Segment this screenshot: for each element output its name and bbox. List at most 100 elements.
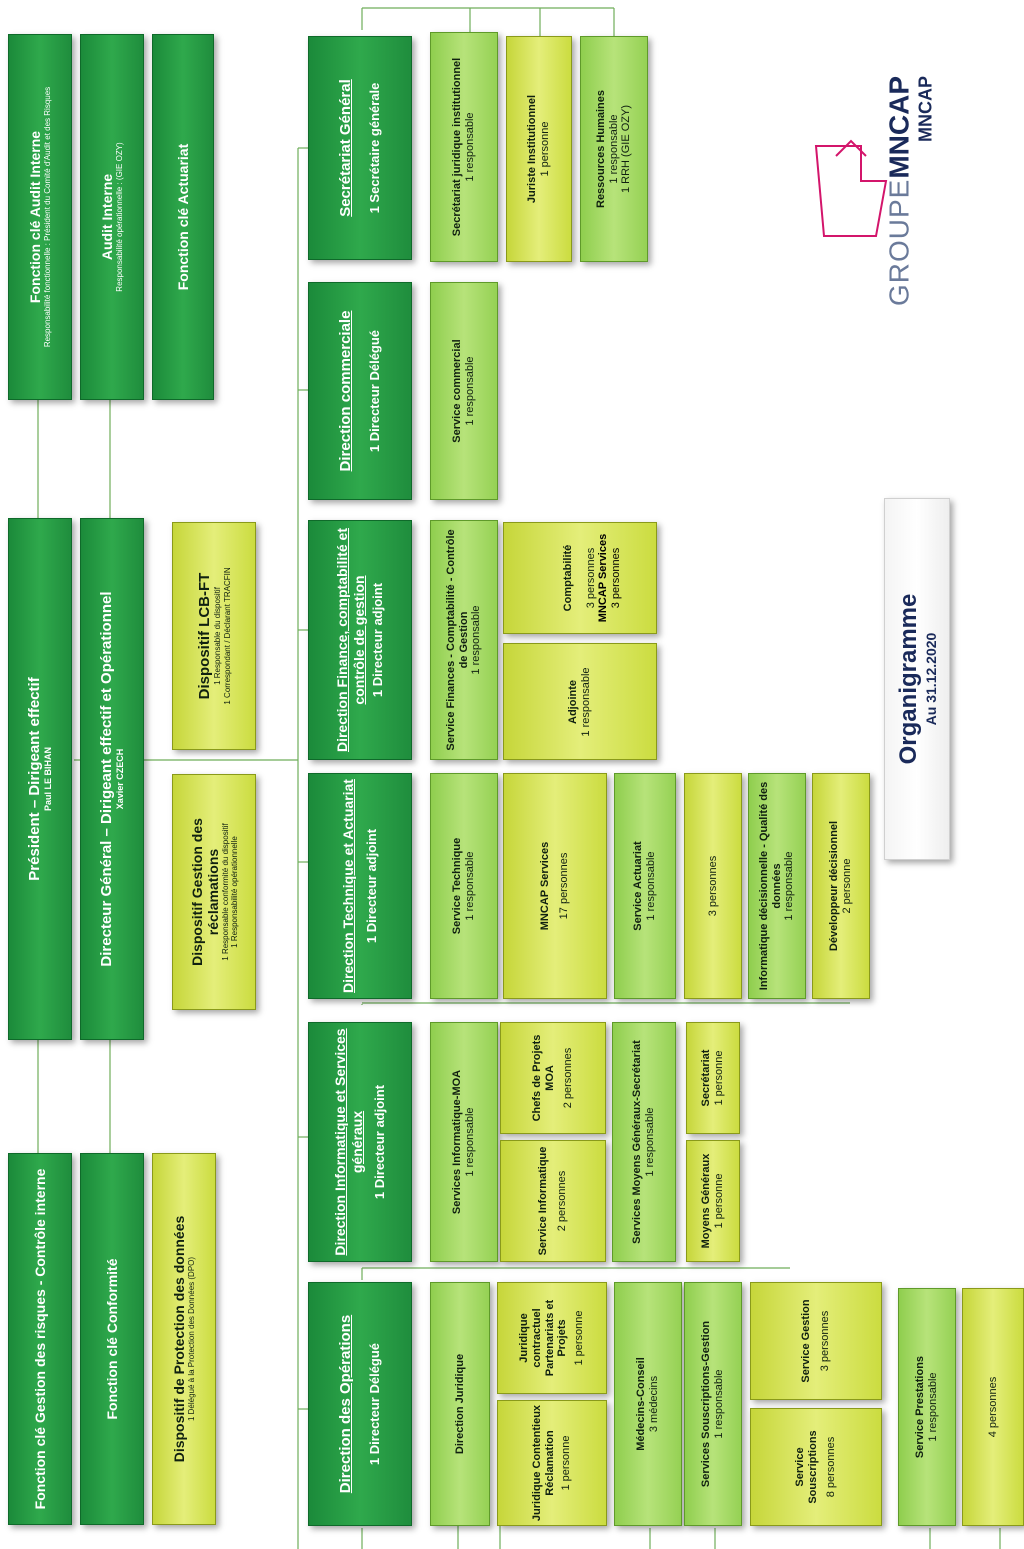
ops-medecins-box: Médecins-Conseil 3 médecins	[614, 1282, 682, 1526]
fin-mncap-sub: 3 personnes	[610, 547, 622, 609]
tech-bi-box: Informatique décisionnelle - Qualité des…	[748, 773, 806, 999]
ops-gestion-title: Service Gestion	[800, 1299, 813, 1383]
sg-juriste-box: Juriste Institutionnel 1 personne	[506, 36, 572, 262]
ops-prestations-people: 4 personnes	[986, 1376, 999, 1438]
risques-function-box: Fonction clé Gestion des risques - Contr…	[8, 1153, 72, 1525]
ops-juridique-box: Direction Juridique	[430, 1282, 490, 1526]
info-moa-title: Services Informatique-MOA	[451, 1069, 464, 1215]
ops-medecins-title: Médecins-Conseil	[635, 1357, 648, 1451]
info-chefs-title: Chefs de Projets MOA	[531, 1034, 556, 1122]
info-mg-box: Services Moyens Généraux-Secrétariat 1 r…	[612, 1022, 676, 1262]
info-mg-sub: 1 responsable	[644, 1107, 656, 1177]
reclamations-box: Dispositif Gestion des réclamations 1 Re…	[172, 774, 256, 1010]
logo-sub-text: MNCAP	[915, 75, 936, 142]
tech-dev-box: Développeur décisionnel 2 personne	[812, 773, 870, 999]
direction-fin-title: Direction Finance, comptabilité et contr…	[334, 527, 367, 753]
dg-title: Directeur Général – Dirigeant effectif e…	[98, 591, 116, 967]
sg-rh-title: Ressources Humaines	[595, 90, 608, 208]
ops-juridique-title: Direction Juridique	[453, 1353, 466, 1455]
ops-prestations-box: Service Prestations 1 responsable	[898, 1288, 956, 1526]
info-service-title: Service Informatique	[537, 1146, 550, 1256]
ops-jcr-sub: 1 personne	[560, 1435, 573, 1491]
direction-fin-box: Direction Finance, comptabilité et contr…	[308, 520, 412, 760]
audit-interne-sub: Responsabilité opérationnelle : (GIE OZY…	[115, 142, 125, 292]
reclamations-sub1: 1 Responsable conformité du dispositif	[220, 823, 230, 961]
actuariat-function-title: Fonction clé Actuariat	[174, 143, 191, 291]
direction-info-title: Direction Informatique et Services génér…	[332, 1028, 365, 1256]
sg-juriste-title: Juriste Institutionnel	[526, 94, 539, 204]
info-moa-sub: 1 responsable	[464, 1107, 476, 1177]
ops-souscriptions-gestion-title: Services Souscriptions-Gestion	[700, 1320, 713, 1488]
fin-service-title: Service Finances - Comptabilité - Contrô…	[445, 529, 470, 751]
direction-sg-sub: 1 Secrétaire générale	[367, 82, 383, 214]
ops-souscriptions-title: Service Souscriptions	[794, 1430, 819, 1504]
tech-actuariat-people: 3 personnes	[706, 855, 719, 917]
dpo-title: Dispositif de Protection des données	[171, 1215, 188, 1463]
title-box: Organigramme Au 31.12.2020	[884, 498, 950, 860]
direction-info-box: Direction Informatique et Services génér…	[308, 1022, 412, 1262]
tech-service-title: Service Technique	[451, 837, 464, 935]
tech-dev-title: Développeur décisionnel	[828, 820, 841, 952]
fin-service-sub: 1 responsable	[470, 605, 483, 675]
lcbft-title: Dispositif LCB-FT	[196, 572, 214, 700]
direction-ops-title: Direction des Opérations	[336, 1314, 354, 1494]
tech-actuariat-sub: 1 responsable	[645, 851, 657, 921]
lcbft-box: Dispositif LCB-FT 1 Responsable du dispo…	[172, 522, 256, 750]
tech-mncap-title: MNCAP Services	[539, 841, 552, 931]
info-moyens-title: Moyens Généraux	[700, 1153, 713, 1249]
direction-fin-sub: 1 Directeur adjoint	[369, 582, 385, 698]
ops-medecins-sub: 3 médecins	[648, 1375, 660, 1433]
info-moyens-box: Moyens Généraux 1 personne	[686, 1140, 740, 1262]
info-service-sub: 2 personnes	[556, 1170, 568, 1232]
fin-adjointe-title: Adjointe	[567, 679, 580, 724]
audit-function-title: Fonction clé Audit Interne	[27, 130, 44, 304]
tech-actuariat-title: Service Actuariat	[632, 841, 645, 931]
fin-mncap-title: MNCAP Services	[597, 533, 610, 623]
audit-interne-title: Audit Interne	[99, 173, 116, 261]
sg-rh-sub2: 1 RRH (GIE OZY)	[620, 105, 633, 194]
sg-juriste-sub: 1 personne	[539, 121, 551, 177]
sg-juridique-title: Secrétariat juridique institutionnel	[451, 57, 464, 237]
ops-souscriptions-gestion-box: Services Souscriptions-Gestion 1 respons…	[684, 1282, 742, 1526]
direction-sg-title: Secrétariat Général	[336, 79, 354, 217]
tech-mncap-sub: 17 personnes	[558, 852, 570, 920]
com-service-title: Service commercial	[451, 339, 464, 443]
info-secretariat-sub: 1 personne	[713, 1050, 725, 1106]
tech-bi-sub: 1 responsable	[783, 851, 796, 921]
info-mg-title: Services Moyens Généraux-Secrétariat	[631, 1040, 644, 1244]
lcbft-sub1: 1 Responsable du dispositif	[213, 587, 223, 685]
conformite-function-box: Fonction clé Conformité	[80, 1153, 144, 1525]
info-chefs-box: Chefs de Projets MOA 2 personnes	[500, 1022, 606, 1134]
ops-jcp-box: Juridique contractuel Partenariats et Pr…	[497, 1282, 607, 1394]
tech-service-sub: 1 responsable	[464, 851, 476, 921]
logo: GROUPE MNCAP MNCAP	[800, 30, 960, 320]
direction-sg-box: Secrétariat Général 1 Secrétaire général…	[308, 36, 412, 260]
direction-ops-box: Direction des Opérations 1 Directeur Dél…	[308, 1282, 412, 1526]
ops-souscriptions-box: Service Souscriptions 8 personnes	[750, 1408, 882, 1526]
page-date: Au 31.12.2020	[922, 632, 939, 726]
ops-gestion-box: Service Gestion 3 personnes	[750, 1282, 882, 1400]
info-service-box: Service Informatique 2 personnes	[500, 1140, 606, 1262]
tech-mncap-box: MNCAP Services 17 personnes	[503, 773, 607, 999]
president-box: Président – Dirigeant effectif Paul LE B…	[8, 518, 72, 1040]
logo-shape-icon	[814, 139, 888, 237]
direction-ops-sub: 1 Directeur Délégué	[367, 1342, 383, 1466]
ops-prestations-title: Service Prestations	[914, 1355, 927, 1459]
risques-function-title: Fonction clé Gestion des risques - Contr…	[31, 1168, 48, 1510]
tech-bi-title: Informatique décisionnelle - Qualité des…	[758, 781, 783, 991]
ops-prestations-people-box: 4 personnes	[962, 1288, 1024, 1526]
dg-name: Xavier CZECH	[115, 748, 126, 810]
reclamations-title: Dispositif Gestion des réclamations	[188, 818, 221, 966]
fin-service-box: Service Finances - Comptabilité - Contrô…	[430, 520, 498, 760]
tech-actuariat-people-box: 3 personnes	[684, 773, 742, 999]
ops-jcp-title: Juridique contractuel Partenariats et Pr…	[518, 1299, 569, 1377]
dg-box: Directeur Général – Dirigeant effectif e…	[80, 518, 144, 1040]
tech-actuariat-box: Service Actuariat 1 responsable	[614, 773, 676, 999]
info-moa-box: Services Informatique-MOA 1 responsable	[430, 1022, 498, 1262]
ops-prestations-sub: 1 responsable	[927, 1372, 939, 1442]
direction-tech-title: Direction Technique et Actuariat	[340, 779, 357, 993]
fin-adjointe-sub: 1 responsable	[580, 666, 592, 737]
tech-service-box: Service Technique 1 responsable	[430, 773, 498, 999]
fin-comptabilite-box: Comptabilité 3 personnes	[503, 522, 657, 634]
audit-interne-box: Audit Interne Responsabilité opérationne…	[80, 34, 144, 400]
